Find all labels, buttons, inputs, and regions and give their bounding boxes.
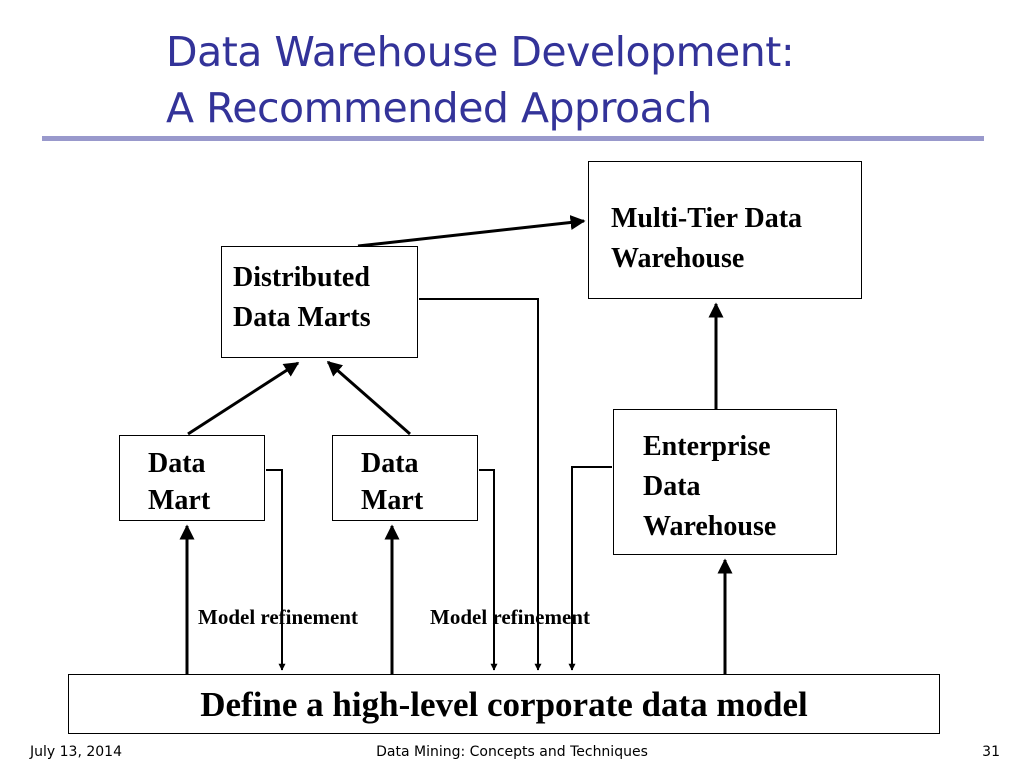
- arrow-dm2-to-ddm: [326, 360, 411, 436]
- arrow-dm1-to-ddm: [187, 361, 300, 436]
- model-refinement-label-1: Model refinement: [198, 605, 358, 629]
- enterprise-data-warehouse-box: Enterprise Data Warehouse: [613, 409, 837, 555]
- multi-tier-label-line-2: Warehouse: [611, 243, 745, 274]
- distributed-label-line-1: Distributed: [233, 262, 370, 293]
- data-mart-1-label-line-2: Mart: [148, 485, 211, 516]
- arrow-ddm-to-mtdw: [357, 215, 586, 248]
- refinement-path-edw: [568, 466, 612, 671]
- model-refinement-label-2: Model refinement: [430, 605, 590, 629]
- data-mart-2-label-line-2: Mart: [361, 485, 424, 516]
- footer-page-number: 31: [982, 744, 1000, 760]
- refinement-path-dm1: [266, 469, 286, 671]
- data-mart-box-1: Data Mart: [119, 435, 265, 521]
- slide-title: Data Warehouse Development: A Recommende…: [166, 24, 966, 136]
- multi-tier-label-line-1: Multi-Tier Data: [611, 203, 803, 234]
- refinement-path-dm2: [479, 469, 498, 671]
- enterprise-label-line-1: Enterprise: [643, 431, 771, 462]
- corporate-data-model-box: Define a high-level corporate data model: [68, 674, 940, 734]
- slide-title-line-1: Data Warehouse Development:: [166, 28, 795, 76]
- multi-tier-data-warehouse-box: Multi-Tier Data Warehouse: [588, 161, 862, 299]
- distributed-data-marts-box: Distributed Data Marts: [221, 246, 418, 358]
- distributed-label-line-2: Data Marts: [233, 302, 371, 333]
- data-mart-1-label-line-1: Data: [148, 448, 206, 479]
- data-mart-box-2: Data Mart: [332, 435, 478, 521]
- enterprise-label-line-2: Data: [643, 471, 701, 502]
- footer-course-title: Data Mining: Concepts and Techniques: [376, 744, 648, 760]
- data-mart-2-label-line-1: Data: [361, 448, 419, 479]
- refinement-path-ddm: [419, 298, 542, 671]
- title-rule: [42, 136, 984, 141]
- footer-date: July 13, 2014: [30, 744, 122, 760]
- slide-title-line-2: A Recommended Approach: [166, 84, 712, 132]
- corporate-data-model-label: Define a high-level corporate data model: [200, 685, 808, 724]
- enterprise-label-line-3: Warehouse: [643, 511, 777, 542]
